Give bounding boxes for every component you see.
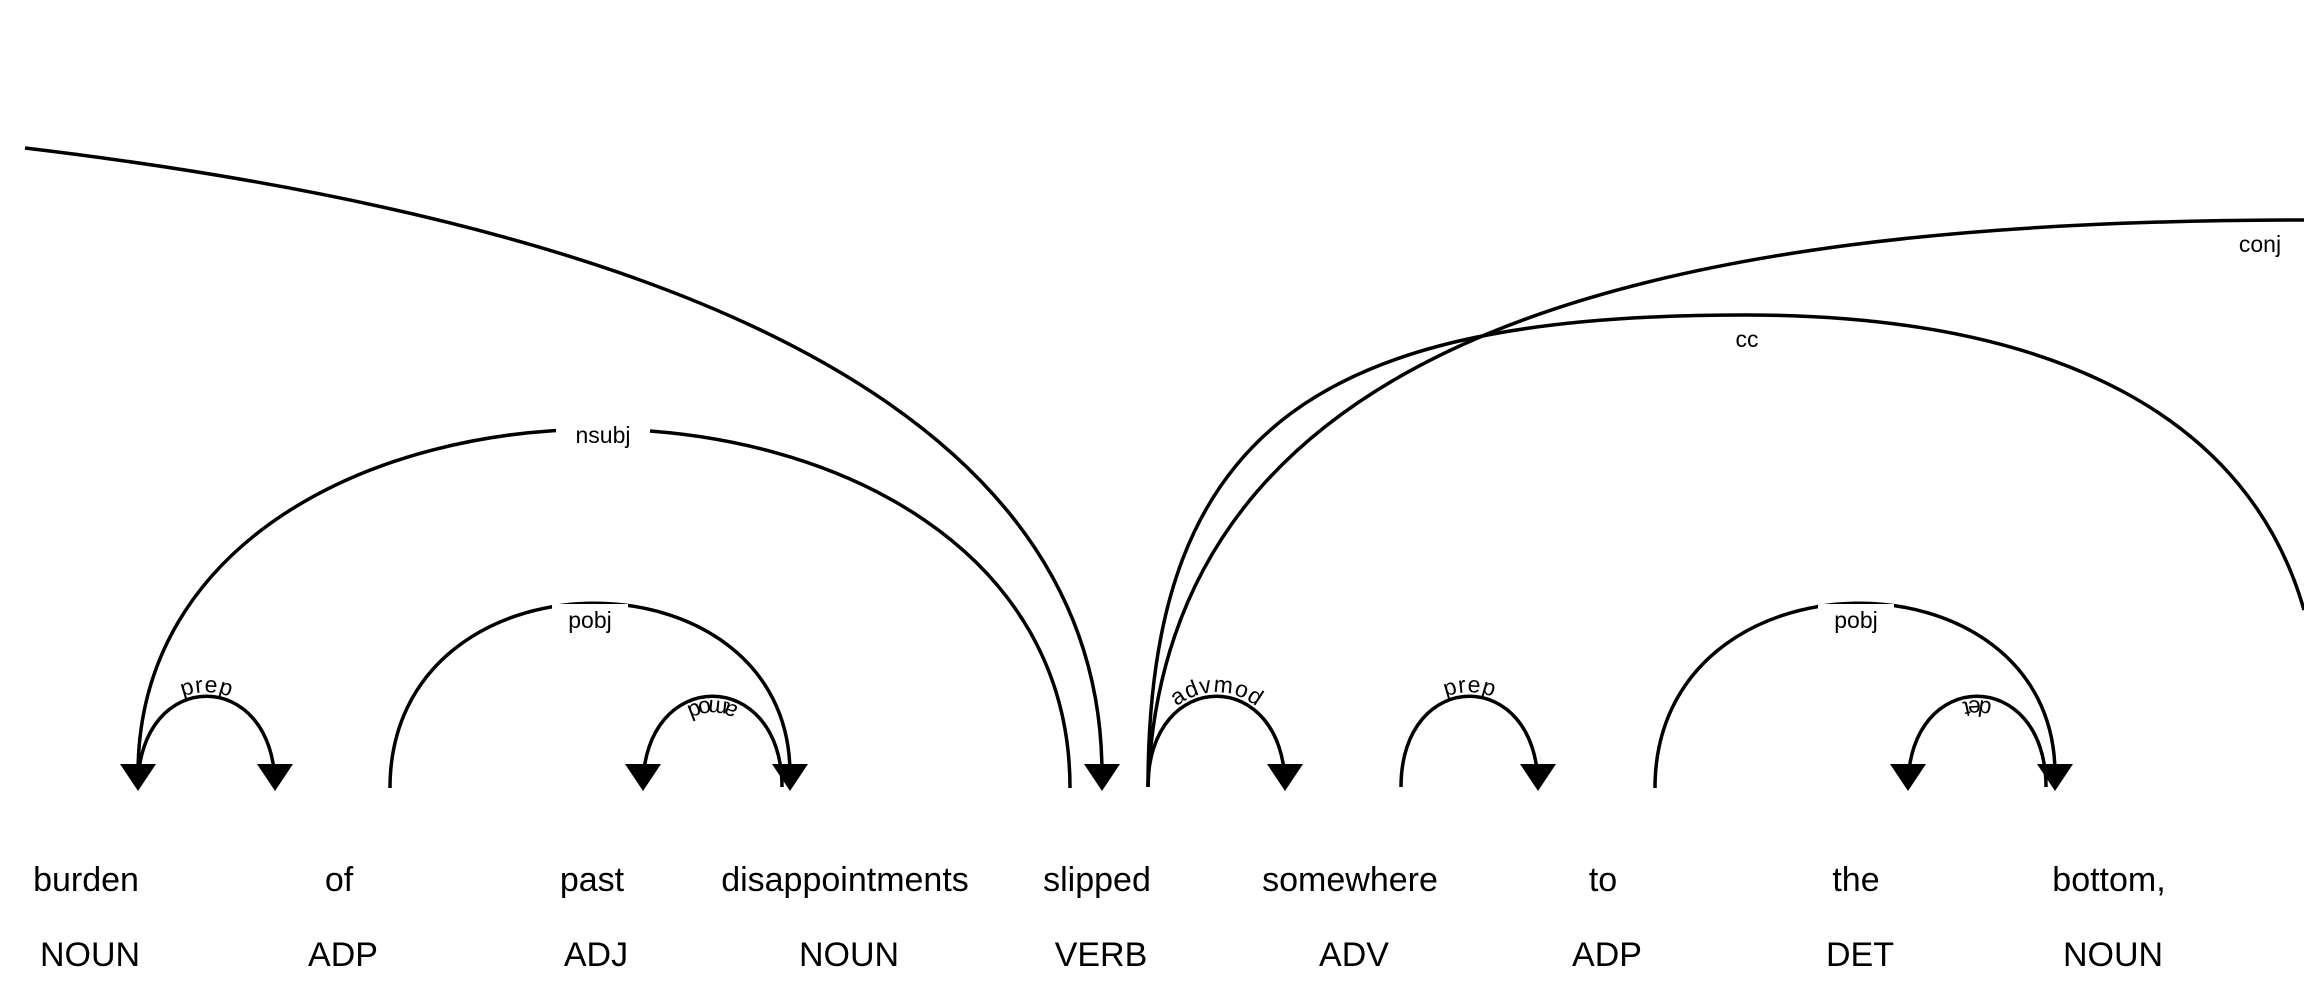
- arc-label: pobj: [1834, 607, 1877, 633]
- arc-label-backdrop: [552, 604, 628, 634]
- arc-label: amod: [684, 695, 740, 726]
- arc-list: prep pobj amod nsubj: [24, 146, 2304, 791]
- arc-label: prep: [177, 671, 236, 701]
- arc-nsubj-slipped-burden: nsubj: [120, 420, 1072, 791]
- arc-line: [641, 694, 784, 788]
- arc-label-text: prep: [1440, 671, 1499, 701]
- arc-line: [388, 601, 792, 789]
- arc-line: [1653, 601, 2057, 789]
- arc-label-backdrop: [556, 420, 650, 450]
- arc-advmod-slipped-somewhere: advmod: [1146, 671, 1303, 791]
- token-pos-tag: ADV: [1319, 936, 1389, 974]
- token-pos-tag: NOUN: [2063, 936, 2163, 974]
- token-list: burden NOUN of ADP past ADJ disappointme…: [33, 861, 2166, 974]
- token-pos-tag: NOUN: [40, 936, 140, 974]
- arrowhead: [625, 764, 661, 791]
- arc-line: [136, 694, 277, 788]
- arrowhead: [1084, 764, 1120, 791]
- token-word: burden: [33, 861, 139, 899]
- token-word: slipped: [1043, 861, 1151, 899]
- token-word: the: [1832, 861, 1879, 899]
- arc-amod-disappointments-past: amod: [625, 694, 784, 791]
- token-pos-tag: ADP: [308, 936, 378, 974]
- token-pos-tag: NOUN: [799, 936, 899, 974]
- arc-conj-slipped: conj: [1146, 218, 2304, 788]
- token-slipped: slipped VERB: [1043, 861, 1151, 974]
- arrowhead: [2037, 764, 2073, 791]
- arc-label: conj: [2239, 231, 2281, 257]
- token-pos-tag: DET: [1826, 936, 1894, 974]
- token-word: to: [1589, 861, 1617, 899]
- token-somewhere: somewhere ADV: [1262, 861, 1438, 974]
- arc-prep-somewhere-to: prep: [1399, 671, 1556, 791]
- arc-det-bottom-the: det: [1890, 694, 2048, 791]
- arrowhead: [1267, 764, 1303, 791]
- arrowhead: [120, 764, 156, 791]
- arc-label-backdrop: [2228, 229, 2292, 257]
- arc-pobj-to-bottom: pobj: [1653, 601, 2073, 791]
- token-pos-tag: ADP: [1572, 936, 1642, 974]
- token-word: somewhere: [1262, 861, 1438, 899]
- arc-label: nsubj: [576, 422, 631, 448]
- token-burden: burden NOUN: [33, 861, 140, 974]
- token-pos-tag: VERB: [1055, 936, 1148, 974]
- token-disappointments: disappointments NOUN: [721, 861, 969, 974]
- token-word: past: [560, 861, 625, 899]
- token-of: of ADP: [308, 861, 378, 974]
- token-pos-tag: ADJ: [564, 936, 628, 974]
- token-to: to ADP: [1572, 861, 1642, 974]
- token-past: past ADJ: [560, 861, 628, 974]
- token-word: disappointments: [721, 861, 969, 899]
- arrowhead: [257, 764, 293, 791]
- arc-incoming-slipped: [24, 146, 1120, 791]
- arc-label: pobj: [568, 607, 611, 633]
- arc-line: [1146, 218, 2304, 788]
- token-the: the DET: [1826, 861, 1894, 974]
- token-word: bottom,: [2052, 861, 2165, 899]
- arc-line: [1146, 694, 1287, 788]
- arc-label-text: amod: [684, 695, 740, 726]
- arc-prep-burden-of: prep: [136, 671, 293, 791]
- arc-label: cc: [1736, 326, 1759, 352]
- arc-label-text: advmod: [1165, 671, 1268, 711]
- arrowhead: [1520, 764, 1556, 791]
- arc-cc-slipped: cc: [1146, 313, 2304, 788]
- arc-label: det: [1960, 695, 1993, 723]
- arc-label-text: prep: [177, 671, 236, 701]
- arc-label: prep: [1440, 671, 1499, 701]
- arc-pobj-of-disappointments: pobj: [388, 601, 808, 791]
- token-bottom: bottom, NOUN: [2052, 861, 2165, 974]
- arrowhead: [772, 764, 808, 791]
- arc-line: [24, 146, 1104, 775]
- arc-label: advmod: [1165, 671, 1268, 711]
- arrowhead: [1890, 764, 1926, 791]
- arc-label-backdrop: [1720, 324, 1774, 352]
- arc-label-backdrop: [1818, 604, 1894, 634]
- arc-line: [1146, 313, 2304, 788]
- token-word: of: [325, 861, 354, 899]
- arc-line: [1399, 694, 1540, 788]
- arc-label-text: det: [1960, 695, 1993, 723]
- arc-line: [1906, 694, 2048, 788]
